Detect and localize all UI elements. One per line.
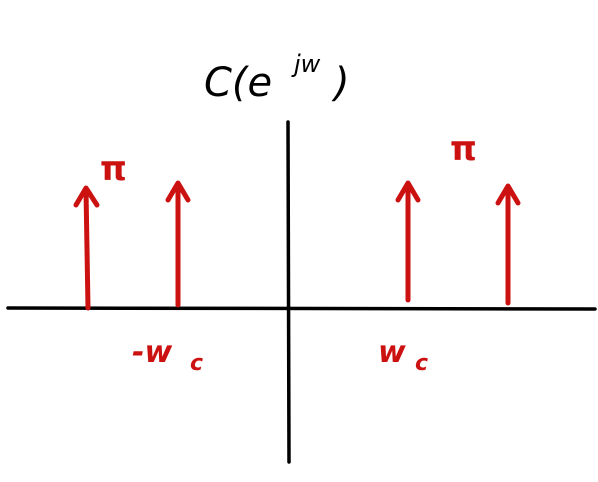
vertical-axis (286, 120, 291, 464)
pi-label-right: π (450, 129, 477, 169)
pos-cutoff-subscript: c (415, 351, 428, 376)
impulse-neg-cutoff (165, 180, 191, 308)
plot-title: C(e jw ) (204, 50, 350, 106)
impulse-pos-cutoff (395, 180, 421, 303)
impulse-neg-outer (73, 185, 100, 311)
impulse-pos-outer (495, 183, 521, 306)
neg-cutoff-label: -w c (132, 335, 203, 376)
axes (6, 120, 597, 464)
neg-cutoff-subscript: c (190, 351, 203, 376)
title-main: C(e (204, 60, 272, 106)
horizontal-axis (6, 306, 597, 311)
title-close: ) (331, 60, 350, 106)
pi-label-left: π (100, 149, 127, 189)
impulses (73, 180, 521, 311)
neg-cutoff-main: -w (132, 335, 172, 370)
title-superscript: jw (291, 50, 321, 78)
pos-cutoff-label: w c (378, 335, 428, 376)
pos-cutoff-main: w (378, 335, 406, 370)
